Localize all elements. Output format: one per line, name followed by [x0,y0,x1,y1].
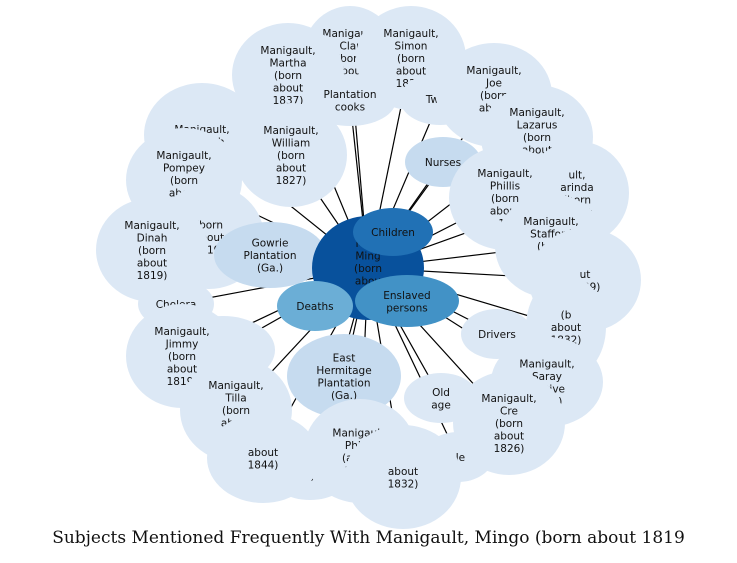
node-label-tilla-2: (born [222,405,250,417]
node-label-easth-1: Hermitage [316,365,371,377]
node-label-jimmy-2: (born [168,351,196,363]
node-deaths[interactable]: Deaths [277,281,353,331]
node-label-simon-3: about [396,66,426,78]
node-label-simon-1: Simon [395,41,428,53]
node-bubble-easth [287,334,401,418]
node-label-gowrie-1: Plantation [243,250,296,262]
node-label-enslaved-1: persons [386,302,427,314]
node-label-center-1: Ming [355,251,380,263]
node-label-lazarus-2: (born [523,132,551,144]
node-label-jimmy-0: Manigault, [154,326,209,338]
node-label-william-0: Manigault, [263,125,318,137]
node-label-simon-2: (born [397,53,425,65]
node-label-dinah-3: about [137,258,167,270]
node-label-clarinda-1: arinda [560,182,593,194]
node-label-easth-3: (Ga.) [331,390,357,402]
node-label-lazarus-1: Lazarus [517,120,558,132]
node-label-enslaved-0: Enslaved [383,290,430,302]
node-bubble-children [353,208,433,256]
node-label-clar-1: Clar [340,41,362,53]
node-label-m1799-0: ut [580,269,591,281]
node-label-phillis1-2: (born [491,193,519,205]
node-label-william-4: 1827) [276,175,307,187]
node-label-simon-0: Manigault, [383,28,438,40]
node-label-drivers-0: Drivers [478,329,516,341]
node-label-jimmy-3: about [167,364,197,376]
node-bubble-enslaved [355,275,459,327]
node-label-cre-1: Cre [500,406,518,418]
node-label-cre-3: about [494,431,524,443]
node-label-m1832r-1: about [551,322,581,334]
node-bubble-cooks [304,74,396,126]
node-label-pompey-1: Pompey [163,163,205,175]
node-bubble-william [235,103,347,207]
node-label-oldage-1: age [431,399,451,411]
node-label-martha-1: Martha [269,58,306,70]
node-children[interactable]: Children [353,208,433,256]
node-bubble-deaths [277,281,353,331]
node-label-cooks-1: cooks [335,101,365,113]
node-label-cre-2: (born [495,418,523,430]
node-label-dinah-4: 1819) [137,270,168,282]
node-label-pompey-2: (born [170,175,198,187]
node-label-cooks-0: Plantation [323,89,376,101]
node-bubble-m1844 [207,413,319,503]
graph-nodes: Manigault,Manigault,Clar(bornabout1828)M… [96,6,641,529]
node-label-lazarus-0: Manigault, [509,107,564,119]
node-label-m1844-1: 1844) [248,459,279,471]
node-label-cre-0: Manigault, [481,393,536,405]
node-label-gowrie-0: Gowrie [252,238,289,250]
node-label-deaths-0: Deaths [296,301,333,313]
node-label-tilla-1: Tilla [224,393,246,405]
node-bubble-gowrie [214,222,326,288]
node-label-pompey-0: Manigault, [156,150,211,162]
node-label-tilla-0: Manigault, [208,380,263,392]
node-label-easth-0: East [333,352,356,364]
node-label-phillis1-1: Phillis [490,181,520,193]
node-label-clarinda-0: ult, [568,169,585,181]
node-bubble-m1832b [345,425,461,529]
node-label-dinah-1: Dinah [137,233,168,245]
node-label-children-0: Children [371,227,415,239]
node-label-oldage-0: Old [432,387,450,399]
node-label-william-2: (born [277,150,305,162]
node-label-stafford-0: Manigault, [523,216,578,228]
node-label-easth-2: Plantation [317,377,370,389]
node-label-nurses-0: Nurses [425,157,461,169]
node-label-jimmy-1: Jimmy [165,339,199,351]
node-label-center-2: (born [354,263,382,275]
node-label-william-1: William [272,138,310,150]
node-label-dinah-2: (born [138,245,166,257]
node-label-phillis1-0: Manigault, [477,168,532,180]
node-label-william-3: about [276,163,306,175]
node-bubble-dinah [96,198,208,302]
node-label-dinah-0: Manigault, [124,220,179,232]
node-label-martha-3: about [273,83,303,95]
node-label-m1844-0: about [248,447,278,459]
node-label-m1832b-1: 1832) [388,478,419,490]
node-label-m1832r-0: (b [561,310,572,322]
node-label-saray-0: Manigault, [519,358,574,370]
node-label-gowrie-2: (Ga.) [257,263,283,275]
node-label-joe-1: Joe [485,78,502,90]
node-label-m1832b-0: about [388,466,418,478]
node-label-martha-2: (born [274,70,302,82]
node-label-martha-0: Manigault, [260,45,315,57]
node-label-cre-4: 1826) [494,443,525,455]
graph-caption: Subjects Mentioned Frequently With Manig… [52,528,685,548]
node-label-joe-0: Manigault, [466,65,521,77]
